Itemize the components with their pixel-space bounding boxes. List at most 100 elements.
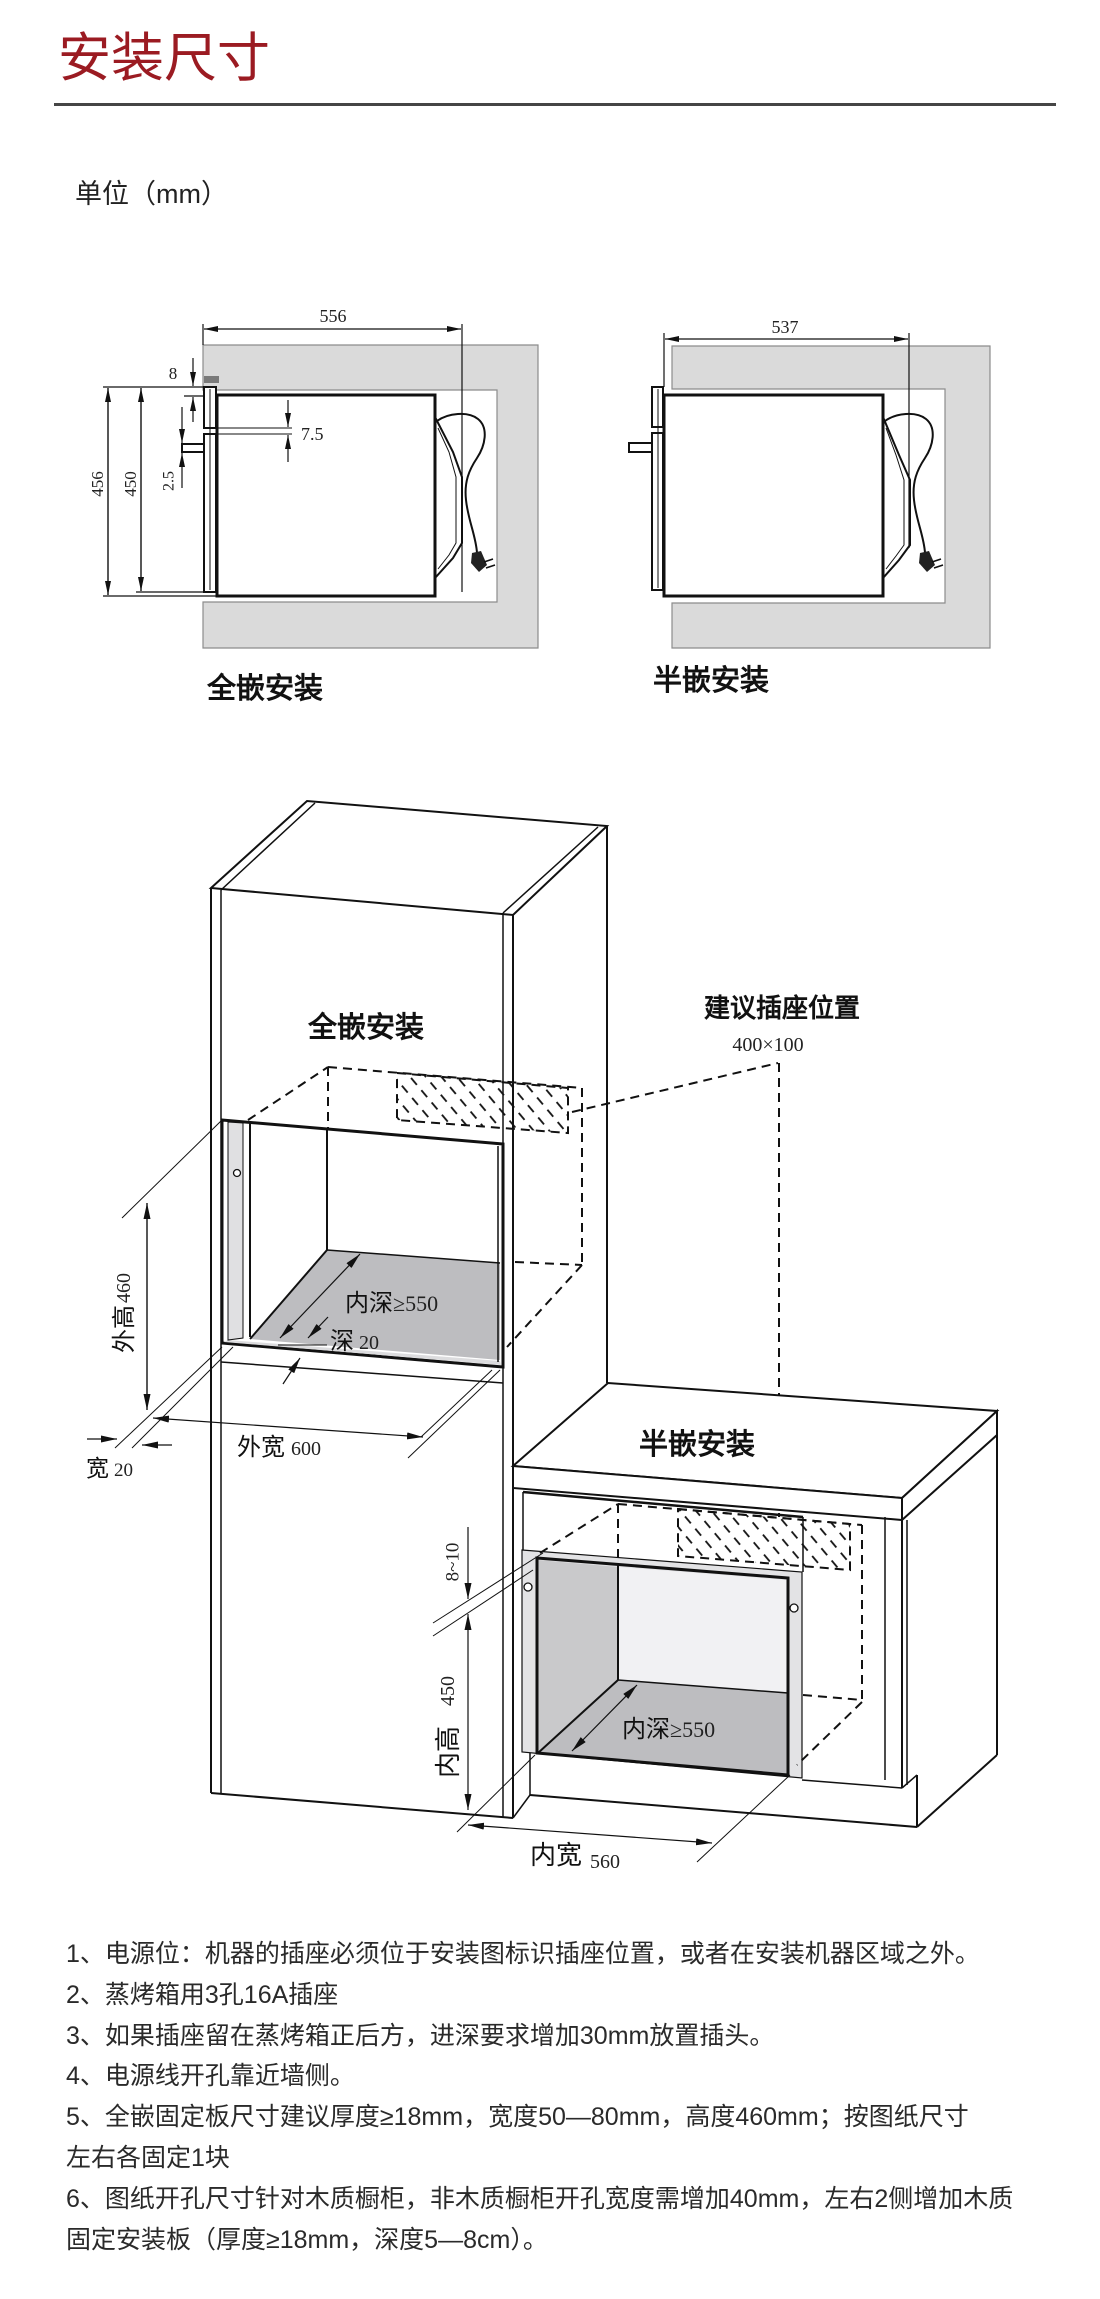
dimension-line	[279, 1253, 361, 1339]
dimension-depth: 537	[663, 317, 910, 548]
extension-line	[407, 1369, 501, 1459]
socket-zone-hatch	[677, 1507, 851, 1572]
value-text: 560	[590, 1851, 620, 1873]
dimension-outer-width: 外宽 600	[152, 1369, 501, 1461]
dimension-value: 2.5	[161, 471, 178, 491]
note-item: 2、蒸烤箱用3孔16A插座	[66, 1975, 1013, 2016]
value-text: 450	[437, 1676, 459, 1706]
plinth-step	[901, 1774, 918, 1789]
side-view-diagrams: 556 456 450 8 7.5 2.5	[88, 306, 991, 705]
dimension-value: 8	[169, 364, 178, 383]
mounting-hole	[232, 1168, 242, 1178]
half-embed-opening	[521, 1549, 803, 1779]
title-divider	[54, 103, 1056, 106]
note-line: 2、蒸烤箱用3孔16A插座	[66, 1980, 339, 2009]
gap-value: 8~10	[442, 1543, 463, 1582]
rail-top	[522, 1490, 804, 1519]
installation-notes: 1、电源位：机器的插座必须位于安装图标识插座位置，或者在安装机器区域之外。 2、…	[66, 1934, 1013, 2260]
note-line: 6、图纸开孔尺寸针对木质橱柜，非木质橱柜开孔宽度需增加40mm，左右2侧增加木质	[66, 2184, 1014, 2213]
dimension-inner-width: 内宽 560	[456, 1754, 791, 1873]
oven-rear-housing-inner-line	[885, 427, 905, 570]
back-floor-edge	[617, 1679, 789, 1694]
plug-icon	[471, 551, 496, 572]
oven-rear-housing-inner-line	[437, 427, 457, 570]
note-line: 1、电源位：机器的插座必须位于安装图标识插座位置，或者在安装机器区域之外。	[66, 1940, 980, 1968]
outer-width-label: 外宽 600	[237, 1433, 321, 1461]
full-embed-opening	[220, 1118, 505, 1369]
half-embed-caption: 半嵌安装	[653, 663, 769, 697]
dimension-value: 537	[772, 317, 799, 337]
dimension-inner-depth: 内深≥550	[571, 1684, 715, 1752]
panel-edge	[502, 826, 599, 914]
label-text: 深	[330, 1327, 354, 1355]
extension-line	[121, 1119, 223, 1219]
half-embed-iso-label: 半嵌安装	[639, 1427, 755, 1461]
back-floor-edge	[326, 1249, 501, 1264]
socket-label: 建议插座位置	[704, 993, 860, 1024]
extension-line	[131, 1346, 234, 1449]
plug-icon	[919, 551, 944, 572]
extension-line	[456, 1754, 536, 1833]
inner-depth-label: 内深≥550	[345, 1289, 438, 1317]
opening-bottom-strip	[224, 1340, 501, 1365]
dimension-outer-height: 外高460	[110, 1119, 223, 1410]
note-item: 5、全嵌固定板尺寸建议厚度≥18mm，宽度50—80mm，高度460mm；按图纸…	[66, 2097, 1013, 2179]
top-trim	[204, 376, 219, 383]
full-embed-side-view: 556 456 450 8 7.5 2.5	[88, 306, 539, 705]
oven-rear-housing	[434, 416, 463, 581]
extension-line	[696, 1774, 791, 1863]
half-embed-side-view: 537 半嵌安装	[628, 317, 991, 697]
plinth-left-diagonal	[512, 1794, 531, 1819]
note-line: 4、电源线开孔靠近墙侧。	[66, 2062, 355, 2091]
socket-zone-hatch	[396, 1071, 569, 1135]
note-item: 6、图纸开孔尺寸针对木质橱柜，非木质橱柜开孔宽度需增加40mm，左右2侧增加木质…	[66, 2179, 1013, 2261]
value-text: 20	[359, 1332, 379, 1354]
dimension-inner-height: 内高450	[434, 1614, 472, 1810]
note-line: 固定安装板（厚度≥18mm，深度5—8cm）。	[66, 2225, 548, 2254]
dimension-line	[571, 1684, 638, 1752]
dimension-outer-height: 456	[88, 386, 217, 597]
extension-line	[432, 1569, 534, 1637]
value-text: 600	[291, 1438, 321, 1460]
unit-label: 单位（mm）	[75, 179, 228, 209]
label-text: 内深	[345, 1289, 393, 1317]
dimension-arrow	[307, 1316, 329, 1339]
oven-body	[215, 393, 437, 598]
note-line: 左右各固定1块	[66, 2143, 230, 2172]
inner-depth-label: 内深≥550	[622, 1715, 715, 1743]
base-line	[801, 1779, 903, 1789]
label-text: 内宽	[530, 1841, 582, 1871]
label-text: 外高	[110, 1305, 138, 1353]
note-item: 1、电源位：机器的插座必须位于安装图标识插座位置，或者在安装机器区域之外。	[66, 1934, 1013, 1975]
panel-edge	[220, 802, 316, 891]
dimension-top-gap: 8~10	[432, 1527, 544, 1637]
full-embed-oven-envelope	[247, 1066, 583, 1348]
dimension-value: 450	[121, 471, 140, 497]
mounting-hole	[789, 1603, 799, 1613]
dimension-depth: 556	[202, 306, 463, 592]
page-title: 安装尺寸	[58, 29, 270, 88]
dimension-line	[467, 1822, 713, 1846]
full-embed-caption: 全嵌安装	[206, 671, 323, 705]
note-line: 3、如果插座留在蒸烤箱正后方，进深要求增加30mm放置插头。	[66, 2021, 775, 2050]
door-handle	[628, 442, 653, 453]
label-text: 外宽	[237, 1433, 285, 1461]
extension-line	[114, 1346, 223, 1449]
plinth-bottom	[529, 1794, 918, 1828]
extension-line	[420, 1369, 493, 1438]
note-line: 5、全嵌固定板尺寸建议厚度≥18mm，宽度50—80mm，高度460mm；按图纸…	[66, 2103, 969, 2132]
power-cable	[436, 413, 486, 554]
full-embed-iso-label: 全嵌安装	[307, 1010, 424, 1044]
socket-callout: 建议插座位置 400×100	[571, 993, 860, 1517]
dimension-arrow	[282, 1357, 301, 1385]
cabinet-section	[202, 344, 539, 649]
dimension-top-gap: 8	[169, 358, 204, 422]
bottom-edge	[210, 1792, 514, 1819]
back-wall	[618, 1567, 787, 1693]
half-embed-oven-envelope	[539, 1503, 863, 1766]
